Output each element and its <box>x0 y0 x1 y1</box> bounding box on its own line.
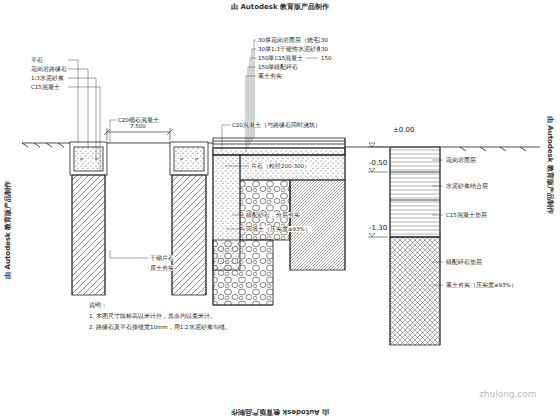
layer-note: 原土夯实 <box>149 265 175 271</box>
elevation: ±0.00 <box>392 127 415 135</box>
layer-note: 30 <box>320 37 329 43</box>
elevation: -0.50 <box>368 160 388 168</box>
layer-note: 1:3水泥砂浆 <box>30 75 65 81</box>
watermark: 由 Autodesk 教育版产品制作 <box>545 115 553 215</box>
layer-note: 30厚1:3干硬性水泥砂浆 <box>257 46 323 52</box>
layer-note: C15混凝土 <box>30 84 61 90</box>
layer-note: 素土夯实 <box>257 73 283 79</box>
layer-note: C15混凝土垫层 <box>445 212 488 218</box>
layer-note: 素土夯实（压实度≥93%） <box>445 282 518 288</box>
watermark: 由 Autodesk 教育版产品制作 <box>230 407 330 415</box>
layer-note: 级配砂石，分层夯实 <box>245 212 301 218</box>
layer-note: 片石（粒径200-300） <box>250 163 311 169</box>
layer-note: C20混凝土（与路缘石同时浇筑） <box>231 122 322 128</box>
layer-note: 回填土（压实度≥93%） <box>245 226 312 232</box>
watermark: 由 Autodesk 教育版产品制作 <box>5 180 13 280</box>
layer-note: 干砌片石 <box>149 255 175 261</box>
layer-note: 花岗岩路缘石 <box>30 66 68 72</box>
elevation: -1.30 <box>368 225 388 233</box>
layer-note: 水泥砂浆结合层 <box>445 183 489 189</box>
layer-note: 2. 路缘石及平石接缝宽10mm，用1:2水泥砂浆勾缝。 <box>88 324 232 330</box>
layer-note: 平石 <box>30 57 44 63</box>
layer-note: 花岗岩面层 <box>445 157 477 163</box>
layer-note: 150厚级配碎石 <box>257 64 300 70</box>
layer-note: C20细石混凝土 <box>117 117 160 123</box>
layer-note: 150 <box>320 55 333 61</box>
layer-note: 级配碎石垫层 <box>445 259 483 265</box>
watermark: zhulong.com <box>478 390 538 400</box>
dimension: 7.500 <box>129 123 147 129</box>
watermark: 由 Autodesk 教育版产品制作 <box>230 4 330 12</box>
layer-note: 说明： <box>88 302 108 308</box>
layer-note: 1. 本图尺寸除标高以米计外，其余均以毫米计。 <box>88 313 217 319</box>
layer-note: 30 <box>320 46 329 52</box>
layer-note: 150厚C15混凝土 <box>257 55 304 61</box>
